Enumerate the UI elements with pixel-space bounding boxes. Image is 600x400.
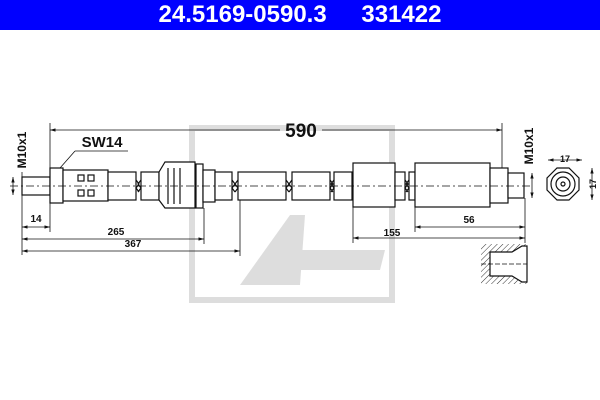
hose-assembly xyxy=(10,161,530,209)
part-number: 24.5169-0590.3 xyxy=(158,1,327,28)
end-view xyxy=(546,167,580,201)
dim-367: 367 xyxy=(125,239,142,250)
total-length-label: 590 xyxy=(285,121,317,142)
dim-155: 155 xyxy=(384,228,401,239)
title-bar: 24.5169-0590.3 331422 xyxy=(0,0,600,30)
ate-watermark-logo xyxy=(189,125,395,303)
thread-right-label: M10x1 xyxy=(522,127,536,164)
dimension-lines xyxy=(11,128,594,253)
wrench-size-label: SW14 xyxy=(82,134,124,151)
port-cross-section xyxy=(481,244,528,284)
thread-left-label: M10x1 xyxy=(15,131,29,168)
reference-number: 331422 xyxy=(361,1,442,28)
end-view-width: 17 xyxy=(560,154,570,164)
end-view-height: 17 xyxy=(588,179,598,189)
dim-265: 265 xyxy=(108,227,125,238)
dim-56: 56 xyxy=(463,215,475,226)
dim-14: 14 xyxy=(30,214,42,225)
